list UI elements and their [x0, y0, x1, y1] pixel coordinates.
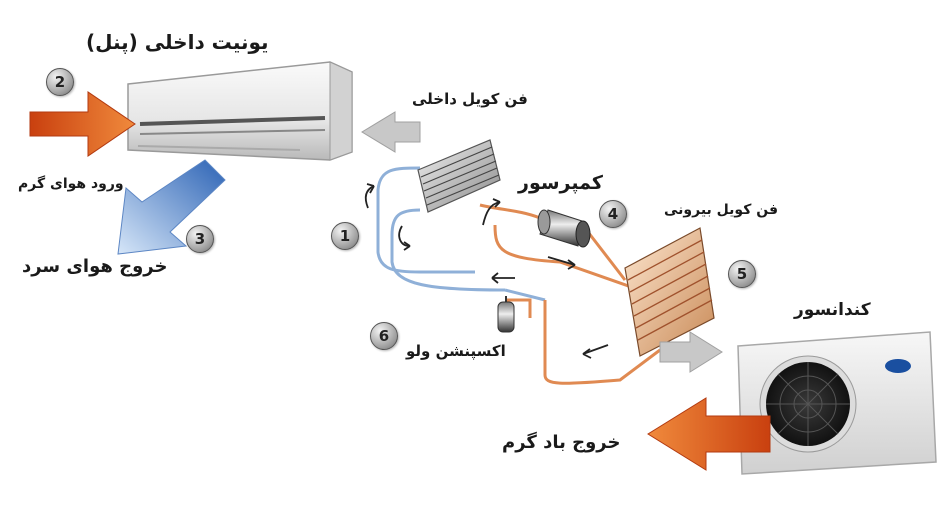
step-badge-2: 2: [46, 68, 74, 96]
hot-refrigerant-pipes: [479, 203, 661, 385]
compressor: [537, 209, 591, 248]
cold-air-out-arrow: [117, 159, 226, 255]
brand-badge-icon: [885, 359, 911, 373]
airflow-arrow-indoor: [361, 111, 421, 153]
indoor-fan-coil: [417, 139, 501, 213]
step-badge-4: 4: [599, 200, 627, 228]
label-indoor-unit: یونیت داخلی (پنل): [86, 30, 269, 54]
outdoor-fan-coil: [624, 227, 715, 357]
airflow-arrow-outdoor: [659, 331, 723, 373]
label-expansion-valve: اکسپنشن ولو: [406, 342, 506, 360]
label-compressor: کمپرسور: [518, 172, 603, 194]
hot-air-out-arrow: [647, 397, 771, 471]
indoor-unit: [127, 61, 353, 161]
label-condenser: کندانسور: [794, 300, 871, 320]
label-cold-air-out: خروج هوای سرد: [22, 256, 168, 277]
step-badge-6: 6: [370, 322, 398, 350]
flow-arrows: [364, 183, 609, 359]
warm-air-in-arrow: [29, 91, 136, 157]
label-warm-air-in: ورود هوای گرم: [18, 176, 124, 192]
expansion-valve: [497, 296, 515, 333]
cold-refrigerant-pipes: [376, 166, 546, 302]
label-outdoor-fan-coil: فن کویل بیرونی: [664, 202, 778, 218]
step-badge-3: 3: [186, 225, 214, 253]
step-badge-1: 1: [331, 222, 359, 250]
condenser-unit: [737, 331, 937, 475]
step-badge-5: 5: [728, 260, 756, 288]
label-hot-air-out: خروج باد گرم: [502, 432, 621, 453]
label-indoor-fan-coil: فن کویل داخلی: [412, 90, 528, 108]
